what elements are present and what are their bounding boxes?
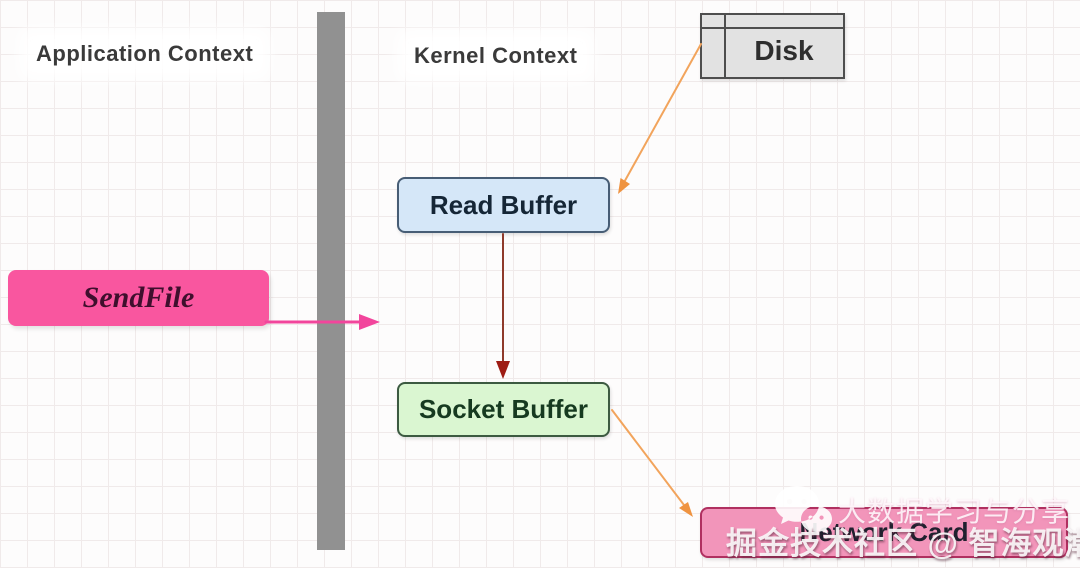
arrowhead-read-buffer-to-socket-buffer [496,361,510,379]
network-card-node: Network Card [700,507,1068,558]
kernel-context-label: Kernel Context [408,41,584,71]
arrowhead-disk-to-read-buffer [618,178,630,194]
disk-header-line [702,27,843,29]
socket-buffer-label: Socket Buffer [418,394,589,424]
application-context-label: Application Context [30,39,260,69]
read-buffer-label: Read Buffer [429,189,578,220]
disk-column-line [724,15,726,77]
context-divider-bar [317,12,345,550]
network-card-label: Network Card [799,517,969,547]
sendfile-node: SendFile [8,270,269,326]
arrow-disk-to-read-buffer [621,43,702,187]
arrow-socket-buffer-to-network-card [611,409,688,510]
sendfile-label: SendFile [82,281,195,314]
socket-buffer-node: Socket Buffer [397,382,610,437]
arrowhead-socket-buffer-to-network-card [679,502,693,517]
read-buffer-node: Read Buffer [397,177,610,233]
arrowhead-sendfile-to-kernel [359,314,380,330]
disk-node: Disk [700,13,845,79]
disk-label: Disk [754,35,814,66]
